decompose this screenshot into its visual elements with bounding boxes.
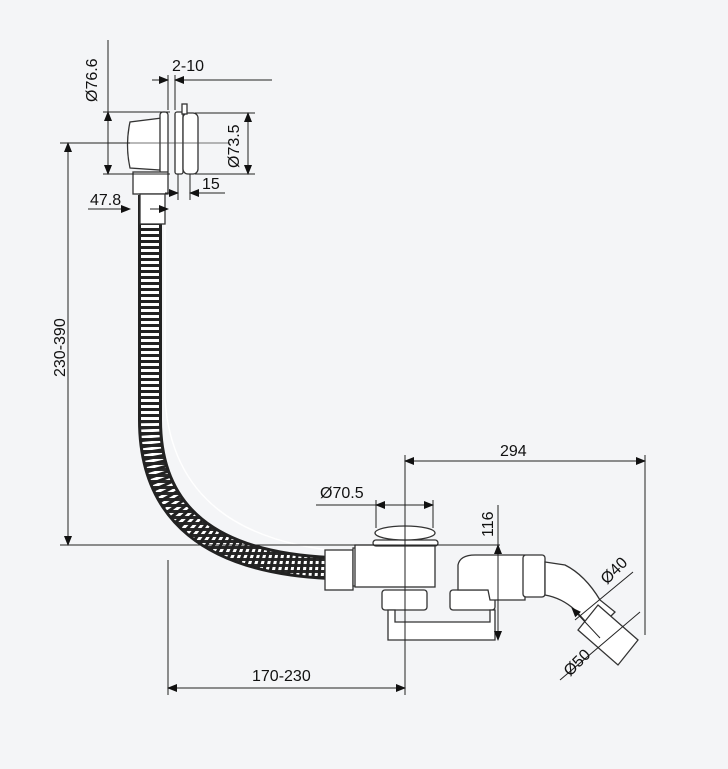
dim-drain-diameter: Ø70.5	[320, 485, 364, 502]
dim-wall-thickness: 2-10	[172, 58, 204, 75]
dim-trap-height: 116	[480, 511, 497, 537]
dim-overflow-cover-diameter: Ø73.5	[226, 124, 243, 168]
waste-body	[324, 525, 639, 666]
dim-overflow-body-depth: 47.8	[90, 192, 121, 209]
dim-outlet-inner-diameter: Ø40	[598, 554, 631, 587]
dimension-lines	[60, 40, 646, 695]
overflow-head	[110, 103, 230, 225]
dim-overflow-outer-diameter: Ø76.6	[84, 58, 101, 102]
dim-horizontal-distance: 170-230	[252, 668, 311, 685]
dim-vertical-distance: 230-390	[52, 318, 69, 377]
dim-cover-depth: 15	[202, 176, 220, 193]
corrugated-hose	[138, 195, 331, 580]
dim-overall-length: 294	[500, 443, 527, 460]
